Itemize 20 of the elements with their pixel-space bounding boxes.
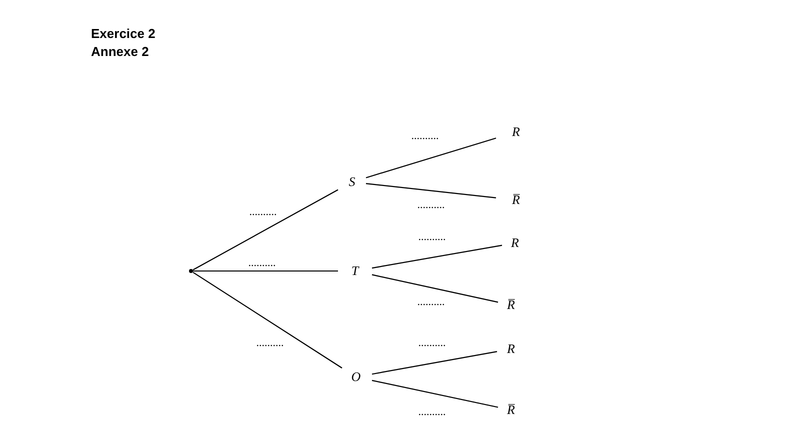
node-label: R̅ [507,297,515,313]
branch-line [372,380,498,408]
node-label: R̅ [507,402,515,418]
branch-line [372,274,498,303]
branch-line [366,138,496,178]
branch-line [192,272,342,368]
node-label: O [351,369,361,385]
node-label: R [511,235,519,251]
title: Exercice 2 Annexe 2 [91,25,156,61]
branch-line [192,189,338,270]
node-label: T [351,263,359,279]
branch-line [372,244,502,269]
node-label: R [512,124,520,140]
node-label: S [348,174,356,190]
branch-line [366,182,496,198]
node-label: R [507,341,515,357]
branch-line [372,350,498,375]
branch-point [189,269,193,273]
node-label: R̅ [512,192,520,208]
branch-line [193,270,338,272]
